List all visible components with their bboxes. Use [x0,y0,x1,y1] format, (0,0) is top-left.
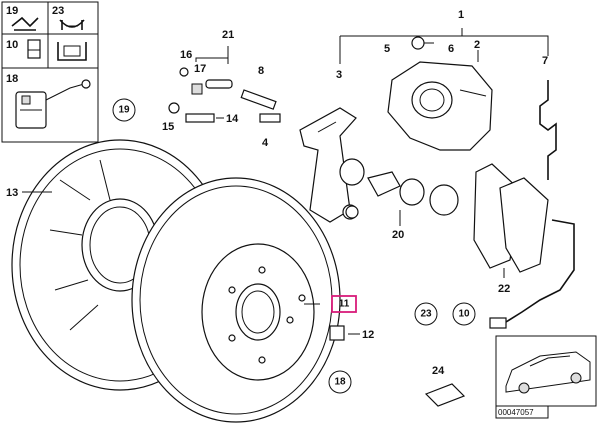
circle-23 [414,302,438,326]
clip-23-icon [59,19,85,30]
wheel-bolt [329,325,345,341]
legend-grid: 19 23 10 18 [1,1,99,143]
callout-3: 3 [336,69,342,81]
circle-10 [452,302,476,326]
bleeder-valve [411,36,434,50]
legend-label-18: 18 [6,73,18,85]
callout-6: 6 [448,43,454,55]
highlighted-callout-11[interactable]: 11 [331,295,357,313]
callout-22: 22 [498,283,510,295]
legend-label-10: 10 [6,39,18,51]
piston-seals [339,158,459,219]
figure-number-box [495,405,549,419]
legend-label-23: 23 [52,5,64,17]
circle-19 [112,98,136,122]
circled-label-18: 18 [334,377,346,388]
guide-bolt [179,67,277,110]
callout-5: 5 [384,43,390,55]
callout-7: 7 [542,55,548,67]
callout-15: 15 [162,121,174,133]
car-thumbnail [495,335,597,407]
clip-10-icon [27,39,41,59]
callout-17: 17 [194,63,206,75]
callout-8: 8 [258,65,264,77]
circle-18 [328,370,352,394]
callout-4: 4 [262,137,269,149]
bracket-icon [57,42,87,61]
grease-packet [424,383,466,407]
callout-14: 14 [226,113,239,125]
bolts [168,102,281,123]
brake-disc [131,177,341,423]
callout-12: 12 [362,329,374,341]
highlighted-label: 11 [339,299,350,310]
clip-19-icon [11,16,39,31]
anti-rattle-spring [539,80,557,180]
legend-label-19: 19 [6,5,18,17]
leader-lines [22,28,549,335]
callout-16: 16 [180,49,192,61]
figure-number: 00047057 [498,408,534,417]
circled-label-10: 10 [458,309,470,320]
sensor-block-icon [15,79,91,129]
callout-24: 24 [432,365,445,377]
callout-20: 20 [392,229,404,241]
callout-2: 2 [474,39,480,51]
wear-sensor [489,219,575,329]
callouts: 1 2 3 4 5 6 7 8 12 13 14 15 16 17 20 21 … [6,9,548,377]
circled-label-23: 23 [420,309,432,320]
callout-21: 21 [222,29,234,41]
circled-label-19: 19 [118,105,130,116]
caliper-housing [387,61,493,151]
callout-1: 1 [458,9,464,21]
circled-callouts: 19 23 10 18 [112,98,476,394]
brake-pads [473,163,549,273]
callout-13: 13 [6,187,18,199]
